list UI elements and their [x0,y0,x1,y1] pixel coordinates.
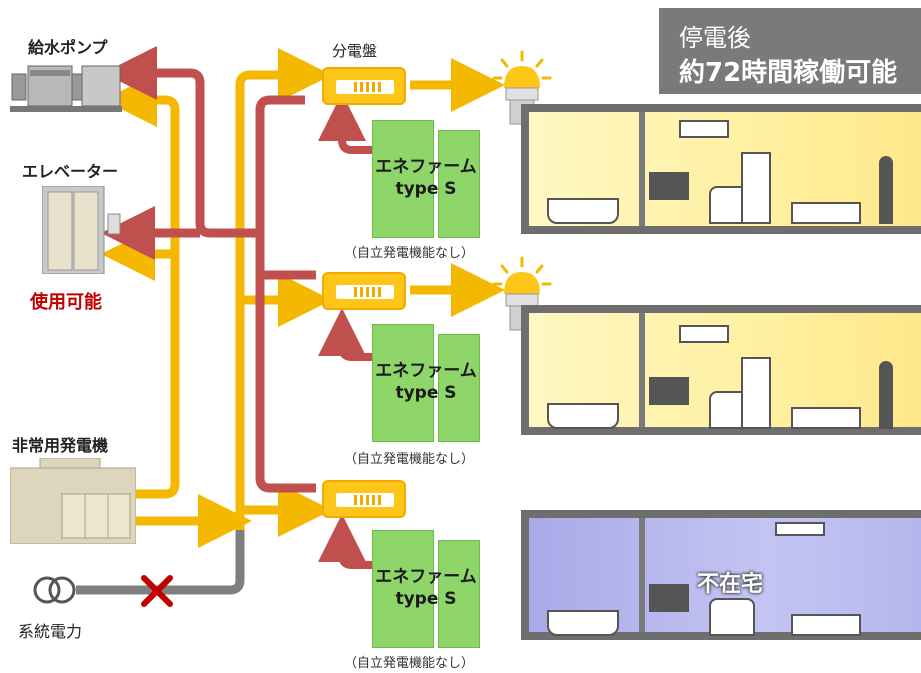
television [649,377,689,405]
home-absent: 不在宅 [521,510,921,640]
table [791,407,861,429]
red-to-loads-line [103,46,260,238]
title-line1: 停電後 [679,24,751,52]
elevator-label: エレベーター [22,162,119,181]
home-lit-1 [521,104,921,234]
enefarm-feed-3 [318,514,375,569]
door [741,152,771,224]
bathtub [547,198,619,224]
enefarm-name: エネファーム [375,157,477,177]
distribution-panel-1 [322,67,406,105]
person-silhouette [879,156,893,224]
enefarm-note: （自立発電機能なし） [344,656,475,671]
television [649,584,689,612]
red-trunk-line [255,95,316,493]
generator-icon [10,458,136,544]
distribution-panel-2 [322,272,406,310]
home-lit-2 [521,305,921,435]
pump-icon [10,65,122,112]
enefarm-name: エネファーム [375,567,477,587]
person-silhouette [879,361,893,429]
enefarm-name: エネファーム [375,361,477,381]
table [791,202,861,224]
enefarm-note: （自立発電機能なし） [344,452,475,467]
air-conditioner [679,120,729,138]
yellow-trunk-line [235,48,332,530]
enefarm-model: type S [395,383,457,403]
enefarm-model: type S [395,589,457,609]
enefarm-feed-2 [318,308,375,361]
grid-label: 系統電力 [18,622,83,641]
usable-label: 使用可能 [30,292,102,313]
absent-label: 不在宅 [697,572,764,597]
panel-label: 分電盤 [332,42,378,60]
transformer-icon [33,576,76,604]
cross-icon [141,575,173,607]
table [791,614,861,636]
television [649,172,689,200]
grid-line [76,520,245,595]
sofa [709,598,755,636]
enefarm-model: type S [395,179,457,199]
generator-to-loads-line [103,73,180,499]
title-box: 停電後 約72時間稼働可能 [659,8,921,94]
air-conditioner [679,325,729,343]
enefarm-note: （自立発電機能なし） [344,246,475,261]
bathtub [547,403,619,429]
door [741,357,771,429]
title-line2: 約72時間稼働可能 [679,58,898,88]
distribution-panel-3 [322,480,406,518]
air-conditioner [775,522,825,536]
pump-label: 給水ポンプ [28,38,108,57]
bathtub [547,610,619,636]
elevator-icon [42,186,121,274]
enefarm-feed-1 [318,93,375,154]
generator-label: 非常用発電機 [12,436,109,455]
